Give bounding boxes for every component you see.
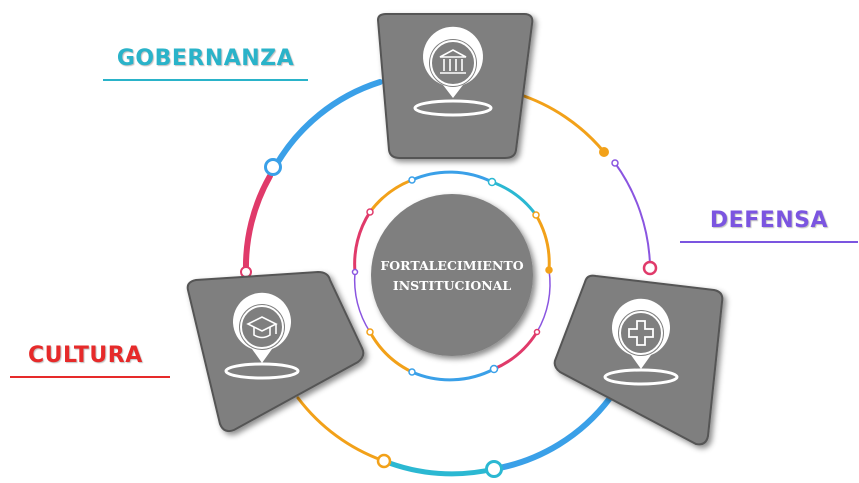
ring-node <box>376 453 392 469</box>
outer-ring <box>242 79 651 477</box>
label-cultura-underline <box>10 376 170 378</box>
card-defensa <box>553 274 724 446</box>
medical-cross-icon <box>603 298 679 386</box>
outer-arc-pink-left <box>242 173 273 275</box>
card-cultura <box>186 270 365 433</box>
ring-node <box>642 260 658 276</box>
ring-node <box>485 460 503 478</box>
outer-arc-orange-top-right <box>516 92 606 154</box>
ring-node <box>599 147 609 157</box>
card-gobernanza <box>376 13 534 159</box>
label-gobernanza: GOBERNANZA <box>103 46 308 81</box>
outer-arc-blue-top <box>272 79 383 170</box>
outer-arc-orange-bottom <box>296 396 386 463</box>
label-defensa-underline <box>680 241 858 243</box>
center-hub: FORTALECIMIENTO INSTITUCIONAL <box>371 194 533 356</box>
ring-node <box>264 158 282 176</box>
inner-ring <box>353 170 551 382</box>
center-title-line1: FORTALECIMIENTO <box>380 258 523 273</box>
label-gobernanza-text: GOBERNANZA <box>116 46 295 71</box>
label-cultura: CULTURA <box>10 343 170 378</box>
outer-arc-teal-bottom <box>381 458 497 477</box>
government-building-icon <box>413 26 493 117</box>
label-gobernanza-underline <box>103 79 308 81</box>
center-title-line2: INSTITUCIONAL <box>393 278 511 293</box>
label-defensa: DEFENSA <box>680 208 858 243</box>
label-defensa-text: DEFENSA <box>709 208 829 233</box>
outer-arc-blue-bottom-right <box>491 395 613 472</box>
outer-ring-dots <box>240 147 658 478</box>
label-cultura-text: CULTURA <box>28 343 143 368</box>
graduation-cap-icon <box>224 292 300 380</box>
ring-node <box>611 159 619 167</box>
outer-arc-purple-right <box>614 162 651 266</box>
inner-ring-dots <box>351 176 553 376</box>
